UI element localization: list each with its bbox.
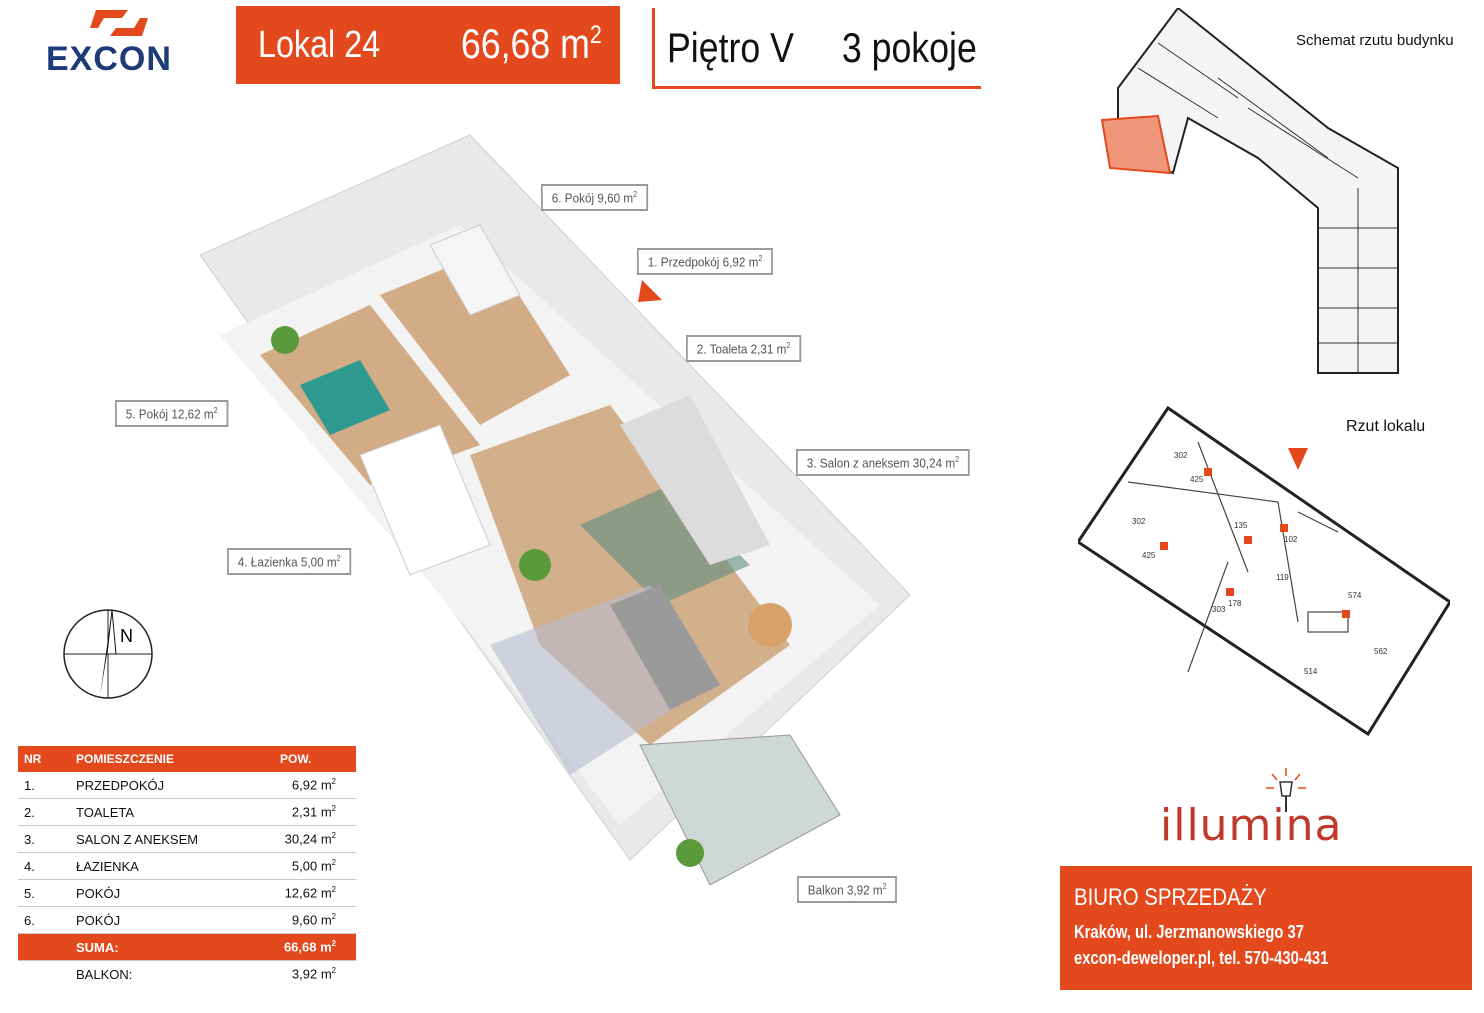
col-room: POMIESZCZENIE [70,746,274,772]
entrance-arrow-icon [638,280,662,302]
table-sum-row: SUMA:66,68 m2 [18,933,356,961]
building-schema-drawing [1100,8,1399,374]
col-nr: NR [18,746,70,772]
dim-9: 178 [1228,599,1242,608]
dim-8: 303 [1212,605,1226,614]
unit-plan-title: Rzut lokalu [1346,418,1426,435]
dim-1: 302 [1174,451,1188,460]
apartment-header: Lokal 24 66,68 m2 [236,6,620,84]
lamp-icon [1266,768,1306,812]
table-balcony-row: BALKON:3,92 m2 [76,966,336,982]
col-area: POW. [274,746,356,772]
unit-plan-drawing: 302 425 302 425 135 574 119 303 178 514 … [1078,405,1450,737]
dim-3: 302 [1132,517,1146,526]
illumina-logo-text: illumina [1160,800,1343,851]
label-room-6: 6. Pokój 9,60 m2 [541,184,648,212]
label-room-4: 4. Łazienka 5,00 m2 [227,548,352,576]
sales-contact: excon-deweloper.pl, tel. 570-430-431 [1074,948,1329,968]
apartment-area: 66,68 m2 [461,20,602,67]
apartment-number: Lokal 24 [258,24,381,66]
dim-5: 135 [1234,521,1248,530]
dim-7: 119 [1276,573,1289,582]
floor-rooms-header: Piętro V 3 pokoje [652,8,981,89]
label-room-2: 2. Toaleta 2,31 m2 [686,335,802,363]
label-balcony: Balkon 3,92 m2 [797,876,898,904]
apartment-3d-plan [199,134,911,885]
label-room-1: 1. Przedpokój 6,92 m2 [637,248,774,276]
floor-label: Piętro V [667,24,794,71]
label-room-5: 5. Pokój 12,62 m2 [115,400,229,428]
excon-logo-mark [90,10,148,36]
dim-11: 562 [1374,647,1388,656]
dim-6: 574 [1348,591,1362,600]
excon-logo-text: EXCON [46,40,172,78]
dim-2: 425 [1190,475,1204,484]
sales-title: BIURO SPRZEDAŻY [1074,884,1267,911]
compass-north-label: N [120,626,133,646]
sales-office-box: BIURO SPRZEDAŻY Kraków, ul. Jerzmanowski… [1060,866,1472,990]
label-room-3: 3. Salon z aneksem 30,24 m2 [796,449,970,477]
dim-10: 514 [1304,667,1318,676]
dim-4: 425 [1142,551,1156,560]
sales-address: Kraków, ul. Jerzmanowskiego 37 [1074,922,1304,942]
building-schema-title: Schemat rzutu budynku [1296,32,1454,49]
dim-12: 102 [1284,535,1298,544]
compass-icon: N [63,609,153,699]
rooms-count: 3 pokoje [842,24,977,71]
